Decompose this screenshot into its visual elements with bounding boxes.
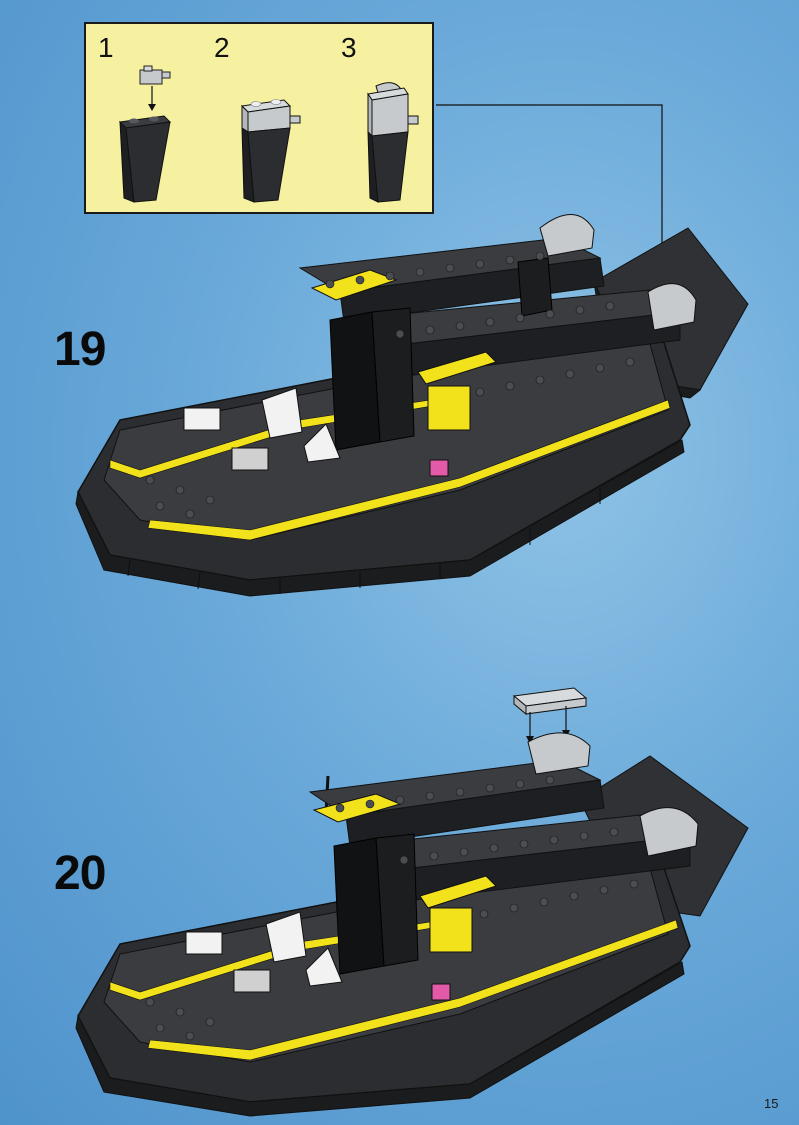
gray-tile-icon [514, 688, 586, 714]
